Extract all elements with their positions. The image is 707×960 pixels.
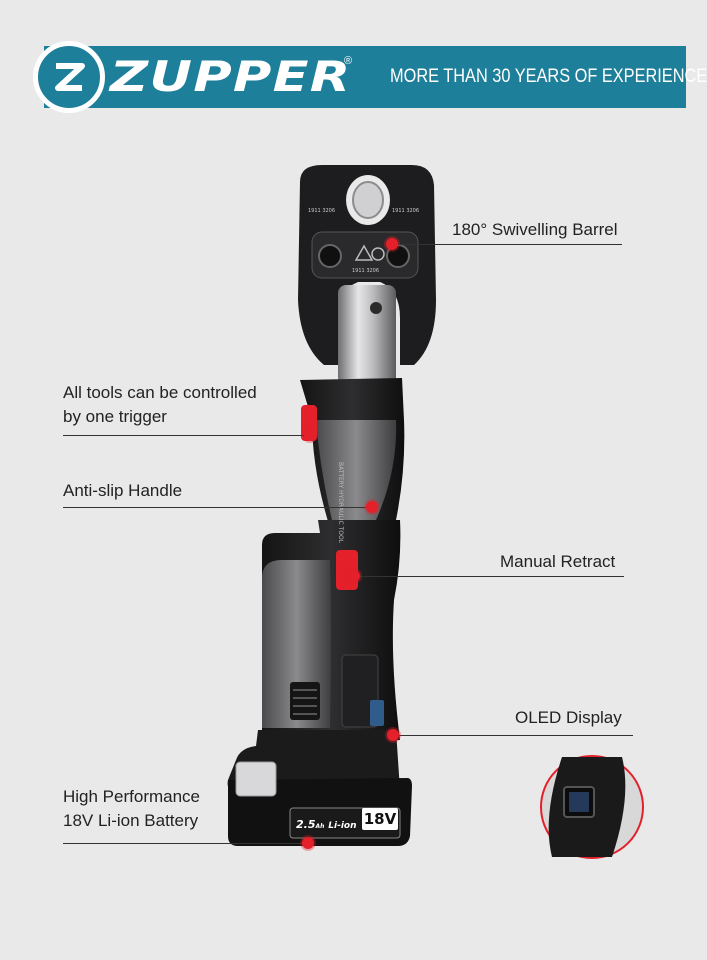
callout-trigger-line	[63, 435, 311, 436]
header-banner	[44, 46, 686, 108]
callout-trigger-line1: All tools can be controlled	[63, 383, 257, 402]
callout-handle-line	[63, 507, 371, 508]
jaw-plate-code: 1911 3206	[352, 268, 380, 274]
callout-display-dot	[387, 729, 399, 741]
steel-barrel	[338, 285, 396, 385]
battery-capacity: 2.5Ah Li-ion	[296, 818, 357, 831]
brand-name: ZUPPER	[110, 52, 352, 101]
battery-voltage: 18V	[362, 808, 398, 830]
callout-retract-line	[354, 576, 624, 577]
battery-capacity-value: 2.5	[296, 818, 316, 831]
callout-battery-line1: High Performance	[63, 787, 201, 806]
callout-battery-dot	[302, 837, 314, 849]
callout-battery-line	[63, 843, 309, 844]
oled-window	[370, 700, 384, 726]
callout-handle: Anti-slip Handle	[63, 481, 183, 500]
callout-trigger-line2: by one trigger	[63, 407, 167, 426]
callout-handle-dot	[366, 501, 378, 513]
oled-display-zoom	[540, 755, 644, 859]
callout-barrel-dot	[386, 238, 398, 250]
brand-tagline: MORE THAN 30 YEARS OF EXPERIENCE	[390, 66, 707, 87]
registered-mark: ®	[344, 55, 353, 67]
callout-trigger-dot	[304, 429, 316, 441]
callout-retract: Manual Retract	[500, 552, 616, 571]
battery-release-tab	[235, 761, 277, 797]
callout-battery-line2: 18V Li-ion Battery	[63, 811, 199, 830]
callout-display-line	[393, 735, 633, 736]
jaw-code-left: 1911 3206	[308, 208, 336, 214]
callout-barrel: 180° Swivelling Barrel	[452, 220, 618, 239]
zupper-logo-icon	[33, 41, 105, 113]
crimping-tool-illustration	[227, 165, 436, 846]
anti-slip-grip	[316, 420, 397, 520]
battery-chem: Li-ion	[328, 821, 357, 831]
callout-display: OLED Display	[515, 708, 622, 727]
product-page: ZUPPER ® MORE THAN 30 YEARS OF EXPERIENC…	[33, 41, 707, 859]
body-print-text: BATTERY HYDRAULIC TOOL	[337, 462, 344, 544]
label-plate	[341, 654, 379, 728]
battery-capacity-unit: Ah	[315, 823, 325, 830]
callout-barrel-line	[392, 244, 622, 245]
callout-retract-dot	[348, 570, 360, 582]
jaw-code-right: 1911 3206	[392, 208, 420, 214]
